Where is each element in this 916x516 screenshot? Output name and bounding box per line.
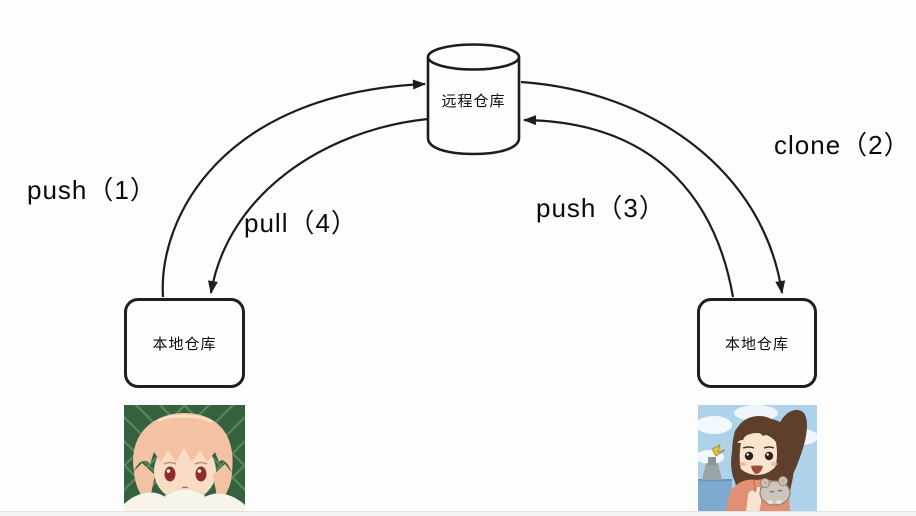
arrow-push-3 [523,115,735,298]
arrow-clone-2 [520,80,786,294]
database-cylinder-icon [426,43,521,156]
local-repo-box-right: 本地仓库 [697,298,817,388]
label-pull-4: pull（4） [244,208,358,238]
remote-repo-label: 远程仓库 [441,92,506,110]
arrow-push-1 [161,79,426,298]
label-push-3: push（3） [536,193,666,223]
anime-boy-portrait [124,405,245,512]
label-push-1: push（1） [27,175,157,205]
label-clone-2: clone（2） [774,130,911,160]
local-repo-right-label: 本地仓库 [724,335,789,353]
local-repo-left-label: 本地仓库 [152,335,217,353]
local-repo-box-left: 本地仓库 [124,298,245,388]
bottom-frame-strip [0,511,916,516]
arrow-pull-4 [208,117,429,294]
anime-girl-with-mouse-portrait [698,405,817,512]
